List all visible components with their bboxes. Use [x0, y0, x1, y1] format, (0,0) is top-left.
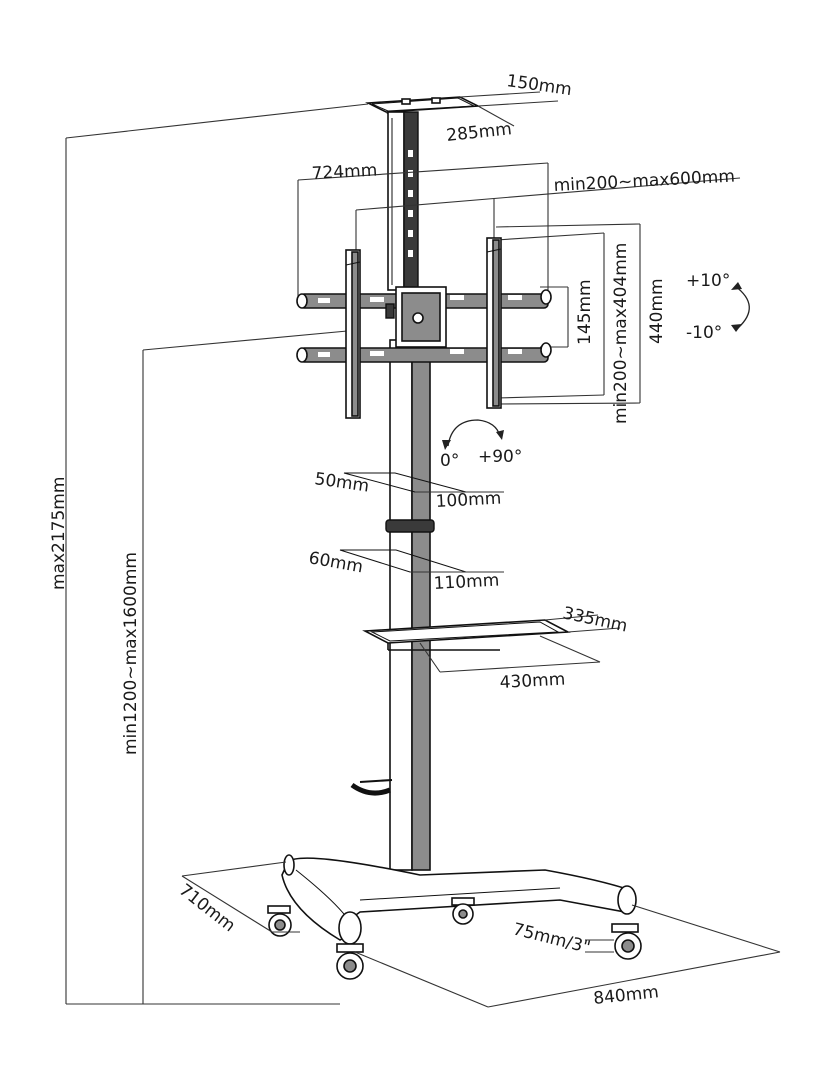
caster-rear-left: [267, 905, 292, 937]
bracket-height-label: 440mm: [647, 278, 667, 344]
caster-dimension: [585, 939, 614, 953]
main-pole: [385, 339, 435, 871]
top-shelf-width-label: 285mm: [445, 119, 512, 146]
base-width-label: 840mm: [592, 982, 659, 1009]
caster-rear-right: [451, 897, 475, 925]
arm-width-label: 724mm: [311, 161, 378, 184]
rotate-end-label: +90°: [478, 447, 522, 467]
top-shelf-depth-label: 150mm: [505, 71, 573, 100]
adjust-height-dimension: [142, 329, 359, 1004]
base-depth-label: 710mm: [175, 880, 239, 936]
vesa-vertical-label: min200~max404mm: [611, 243, 631, 424]
vesa-horizontal-label: min200~max600mm: [553, 167, 735, 196]
arm-width-dimension: [297, 162, 549, 300]
clamp1-width-label: 100mm: [435, 489, 502, 512]
right-vertical-bracket: [486, 237, 502, 409]
lower-arm: [296, 342, 552, 363]
rail-spacing-label: 145mm: [575, 279, 595, 345]
upper-pole: [387, 111, 419, 291]
clamp-footprint-1: [343, 472, 504, 493]
clamp2-width-label: 110mm: [433, 571, 500, 594]
caster-front-left: [336, 943, 364, 980]
rotate-start-label: 0°: [440, 451, 459, 471]
vesa-horizontal-dimension: [355, 177, 741, 250]
tilt-up-label: +10°: [686, 271, 730, 291]
cable-holder: [350, 779, 393, 796]
clamp2-depth-label: 60mm: [307, 548, 364, 577]
central-mount-plate: [385, 286, 447, 348]
tilt-down-label: -10°: [686, 323, 722, 343]
bracket-height-dimension: [495, 223, 641, 405]
vesa-vertical-dimension: [495, 232, 605, 399]
shelf-width-label: 430mm: [499, 670, 566, 693]
tilt-arrow: [731, 282, 750, 332]
clamp-footprint-2: [339, 549, 504, 573]
adjust-height-label: min1200~max1600mm: [121, 552, 141, 755]
rotation-arrow: [442, 419, 504, 450]
total-height-label: max2175mm: [49, 477, 69, 590]
middle-shelf: [362, 614, 621, 673]
caster-label: 75mm/3": [511, 919, 593, 958]
total-height-dimension: [65, 103, 369, 1005]
base-width-dimension: [354, 904, 781, 1008]
left-vertical-bracket: [345, 249, 361, 419]
caster-front-right: [611, 923, 642, 960]
base-depth-dimension: [181, 861, 300, 933]
